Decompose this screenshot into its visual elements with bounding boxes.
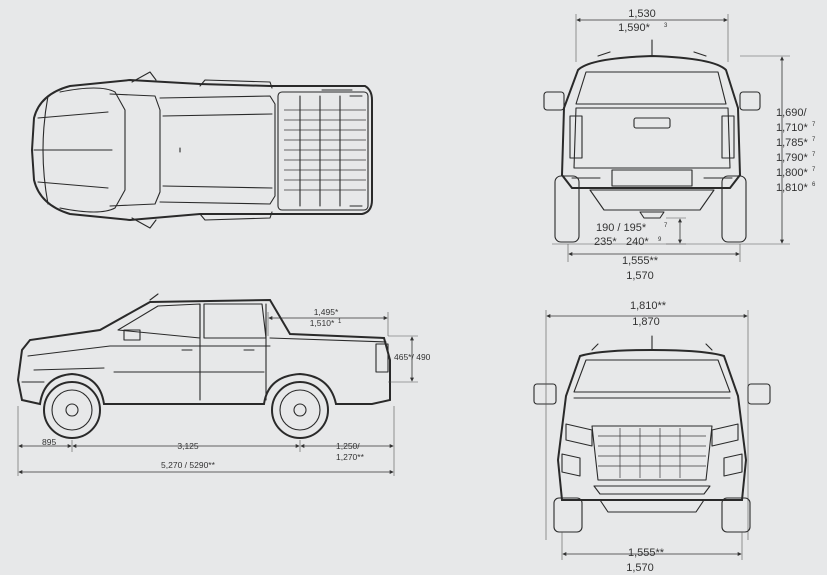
rear-track-top-alt-label: 1,590* [618, 22, 651, 34]
bed-length-note: 1 [338, 319, 342, 325]
bed-height-label: 465*/ 490 [394, 352, 431, 362]
bed-length-label: 1,495* [314, 307, 339, 317]
top-view [30, 71, 373, 229]
height-label-5: 1,810* [776, 182, 809, 194]
height-note-4: 7 [812, 167, 816, 173]
ground-clearance-2: 235* [594, 236, 617, 248]
bed-length-label-2: 1,510* [310, 318, 335, 328]
front-view [533, 335, 771, 533]
rear-overhang-label-2: 1,270** [336, 452, 365, 462]
dimension-labels: 1,530 1,590* 3 1,690/ 1,710* 7 1,785* 7 … [42, 8, 816, 574]
overall-length-label: 5,270 / 5290** [161, 460, 216, 470]
height-label-4: 1,800* [776, 167, 809, 179]
height-note-3: 7 [812, 152, 816, 158]
front-track-label-1: 1,555** [628, 547, 665, 559]
front-overhang-label: 895 [42, 437, 56, 447]
rear-track-top-note: 3 [664, 23, 668, 29]
rear-track-top-label: 1,530 [628, 8, 656, 20]
height-label-1: 1,710* [776, 122, 809, 134]
rear-track-bottom-label-2: 1,570 [626, 270, 654, 282]
side-view [16, 293, 391, 439]
height-note-2: 7 [812, 137, 816, 143]
ground-clearance-1: 190 / 195* [596, 222, 647, 234]
ground-clearance-1-note: 7 [664, 223, 668, 229]
wheelbase-label: 3,125 [177, 441, 199, 451]
rear-view [543, 39, 761, 243]
rear-track-bottom-label: 1,555** [622, 255, 659, 267]
height-label-2: 1,785* [776, 137, 809, 149]
height-label-3: 1,790* [776, 152, 809, 164]
rear-overhang-label: 1,250/ [336, 441, 360, 451]
dimension-lines [17, 14, 790, 560]
height-note-5: 6 [812, 182, 816, 188]
ground-clearance-2b: 240* [626, 236, 649, 248]
front-width-label-1: 1,810** [630, 300, 667, 312]
front-width-label-2: 1,870 [632, 316, 660, 328]
ground-clearance-2-note: 9 [658, 237, 662, 243]
front-track-label-2: 1,570 [626, 562, 654, 574]
height-label-0: 1,690/ [776, 107, 808, 119]
height-note-1: 7 [812, 122, 816, 128]
